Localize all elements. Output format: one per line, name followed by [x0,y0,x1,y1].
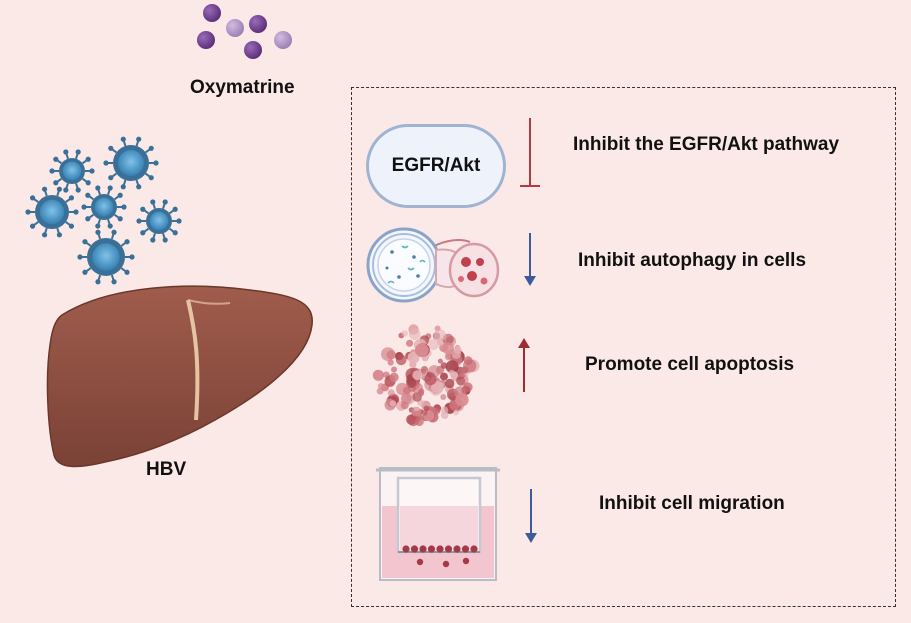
effect-egfr-akt-pathway: Inhibit the EGFR/Akt pathway [573,134,840,155]
effect-autophagy: Inhibit autophagy in cells [578,250,807,271]
autophagy-icon [366,227,500,303]
hbv-virus-icon [81,185,127,229]
liver-icon [46,285,313,468]
hbv-virus-icon [49,149,95,193]
transwell-migration-icon [376,467,500,581]
arrow-inhibit-icon [520,118,540,187]
effect-migration: Inhibit cell migration [599,493,785,514]
arrow-up-icon [518,338,530,392]
apoptotic-cells-icon [372,324,480,427]
effect-apoptosis: Promote cell apoptosis [585,354,795,375]
hbv-virus-icon [25,186,79,238]
hbv-virus-icon [136,199,182,243]
egfr-akt-label: EGFR/Akt [391,155,481,176]
effects-panel [351,87,896,607]
virus-name-label: HBV [146,459,187,480]
drug-name-label: Oxymatrine [190,77,295,98]
egfr-akt-receptor-pill: EGFR/Akt [366,124,506,208]
effect-arrows-group [518,118,540,543]
hbv-virus-icon [103,136,159,190]
arrow-down-icon [525,489,537,543]
hbv-virus-icon [77,229,135,285]
oxymatrine-molecules-icon [197,4,292,59]
arrow-down-icon [524,233,536,286]
hbv-virus-group-icon [25,136,182,285]
